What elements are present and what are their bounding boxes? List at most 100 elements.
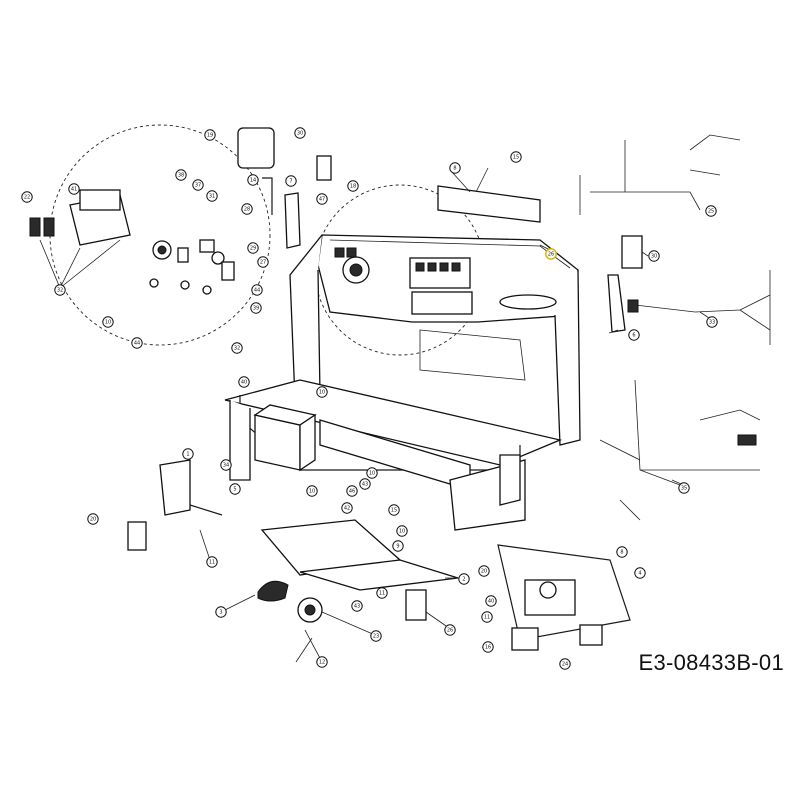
callout-bubble (285, 175, 297, 187)
callout-31: 31 (206, 190, 218, 202)
callout-10: 10 (316, 386, 328, 398)
callout-40: 40 (485, 595, 497, 607)
callout-bubble (705, 205, 717, 217)
callout-44: 44 (131, 337, 143, 349)
callout-2: 2 (458, 573, 470, 585)
callout-20: 20 (87, 513, 99, 525)
leader-lines (199, 244, 713, 663)
callout-number: 28 (244, 206, 250, 212)
callout-bubble (229, 483, 241, 495)
callout-number: 34 (223, 462, 229, 468)
relay-left (127, 521, 147, 551)
callout-bubble (706, 316, 718, 328)
callout-number: 15 (391, 507, 397, 513)
callout-35: 35 (678, 482, 690, 494)
callout-10: 10 (306, 485, 318, 497)
callout-bubble (175, 169, 187, 181)
callout-15: 15 (388, 504, 400, 516)
dashboard-panel (317, 234, 579, 323)
callout-40: 40 (238, 376, 250, 388)
callout-bubble (316, 386, 328, 398)
callout-28: 28 (241, 203, 253, 215)
callout-bubble (250, 302, 262, 314)
callout-22: 22 (21, 191, 33, 203)
callout-12: 12 (316, 656, 328, 668)
callout-number: 9 (396, 543, 399, 549)
callout-30: 30 (648, 250, 660, 262)
callout-30: 30 (294, 127, 306, 139)
callout-number: 7 (289, 178, 292, 184)
callout-number: 11 (209, 559, 215, 565)
callout-number: 47 (319, 196, 325, 202)
callout-11: 11 (376, 587, 388, 599)
callout-number: 30 (297, 130, 303, 136)
frame-structure (224, 234, 581, 531)
callout-number: 38 (178, 172, 184, 178)
callout-bubble (370, 630, 382, 642)
callout-11: 11 (481, 611, 493, 623)
callout-number: 44 (254, 287, 260, 293)
callout-bubble (559, 658, 571, 670)
callout-number: 35 (681, 485, 687, 491)
side-bracket (284, 192, 301, 249)
callout-bubble (545, 248, 557, 260)
callout-bubble (616, 546, 628, 558)
callout-14: 14 (247, 174, 259, 186)
harness-33 (627, 270, 771, 345)
callout-number: 11 (484, 614, 490, 620)
callout-39: 39 (250, 302, 262, 314)
callout-number: 24 (562, 661, 568, 667)
battery (253, 404, 317, 472)
callout-3: 3 (215, 606, 227, 618)
callout-number: 40 (241, 379, 247, 385)
callout-37: 37 (192, 179, 204, 191)
callout-bubble (206, 190, 218, 202)
detail-circle-left (49, 124, 271, 346)
controller-cluster (497, 544, 631, 651)
label-bar (437, 185, 541, 223)
callout-23: 23 (370, 630, 382, 642)
callout-bubble (68, 183, 80, 195)
callout-34: 34 (220, 459, 232, 471)
callout-number: 20 (90, 516, 96, 522)
callout-number: 41 (71, 186, 77, 192)
callout-number: 26 (447, 627, 453, 633)
callout-bubble (628, 329, 640, 341)
callout-number: 10 (399, 528, 405, 534)
callout-bubble (359, 478, 371, 490)
callout-number: 8 (453, 165, 456, 171)
callout-bubble (481, 611, 493, 623)
callout-number: 10 (319, 389, 325, 395)
switch-bracket-detail (29, 189, 131, 289)
callout-bubble (396, 525, 408, 537)
callout-number: 18 (350, 183, 356, 189)
callout-8: 8 (449, 162, 461, 174)
callout-number: 2 (462, 576, 465, 582)
callout-number: 12 (319, 659, 325, 665)
callout-number: 32 (234, 345, 240, 351)
callout-number: 14 (250, 177, 256, 183)
callout-number: 8 (620, 549, 623, 555)
callout-10: 10 (366, 467, 378, 479)
callout-bubble (206, 556, 218, 568)
callout-number: 46 (349, 488, 355, 494)
callout-bubble (231, 342, 243, 354)
relay-top (316, 155, 332, 181)
callout-number: 33 (709, 319, 715, 325)
callout-5: 5 (229, 483, 241, 495)
callout-10: 10 (102, 316, 114, 328)
callout-4: 4 (634, 567, 646, 579)
callout-number: 3 (219, 609, 222, 615)
callout-19: 19 (204, 129, 216, 141)
callout-42: 42 (341, 502, 353, 514)
callout-25: 25 (705, 205, 717, 217)
callout-bubble (482, 641, 494, 653)
callout-bubble (510, 151, 522, 163)
callout-number: 40 (488, 598, 494, 604)
callout-bubble (316, 656, 328, 668)
callout-32: 32 (231, 342, 243, 354)
callout-47: 47 (316, 193, 328, 205)
